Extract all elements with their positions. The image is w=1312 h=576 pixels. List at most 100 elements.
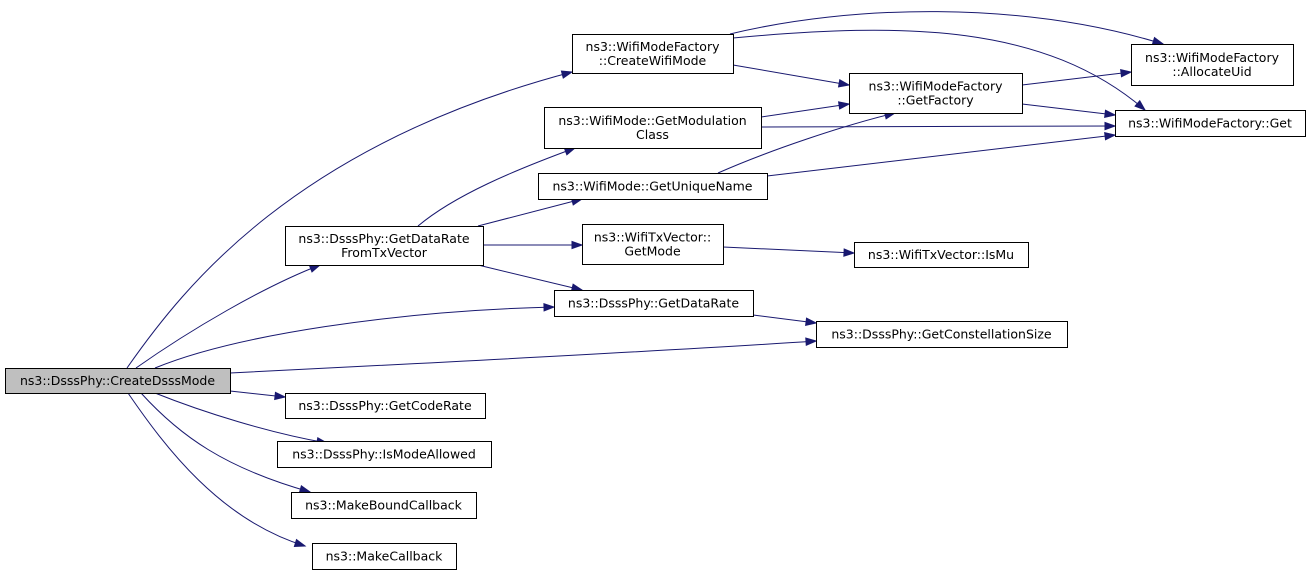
node-box bbox=[854, 242, 1029, 268]
arrowhead bbox=[1104, 131, 1117, 141]
edge-get-modulation-class-to-get-factory bbox=[760, 101, 851, 118]
edge-create-dsss-mode-to-get-constellation-size bbox=[229, 337, 818, 374]
edge-line bbox=[760, 103, 850, 118]
edge-line bbox=[717, 112, 896, 174]
edge-line bbox=[126, 71, 573, 369]
edge-line bbox=[732, 29, 1146, 111]
node-box bbox=[538, 173, 768, 200]
node-box bbox=[5, 368, 231, 394]
node-make-bound-callback[interactable]: ns3::MakeBoundCallback bbox=[291, 492, 477, 519]
edge-get-factory-to-factory-get bbox=[1021, 103, 1117, 119]
node-get-factory[interactable]: ns3::WifiModeFactory::GetFactory bbox=[849, 73, 1023, 114]
node-box bbox=[277, 441, 492, 468]
edge-create-dsss-mode-to-create-wifi-mode bbox=[126, 70, 574, 369]
node-is-mu[interactable]: ns3::WifiTxVector::IsMu bbox=[854, 242, 1029, 268]
arrowhead bbox=[1104, 109, 1117, 119]
edge-line bbox=[1021, 71, 1132, 86]
node-get-code-rate[interactable]: ns3::DsssPhy::GetCodeRate bbox=[285, 393, 486, 419]
node-box bbox=[849, 73, 1023, 114]
node-label: ns3::DsssPhy::GetDataRate bbox=[298, 231, 469, 246]
node-label: ns3::DsssPhy::GetConstellationSize bbox=[831, 327, 1052, 342]
node-box bbox=[554, 290, 754, 317]
node-label: ::GetFactory bbox=[897, 93, 974, 108]
edge-line bbox=[477, 264, 583, 291]
node-label: ns3::DsssPhy::IsModeAllowed bbox=[292, 447, 476, 462]
edge-create-wifi-mode-to-get-factory bbox=[732, 64, 851, 88]
arrowhead bbox=[837, 78, 851, 88]
arrowhead bbox=[274, 391, 287, 401]
node-box bbox=[312, 543, 457, 570]
edge-wifi-tx-vector-get-mode-to-is-mu bbox=[722, 246, 856, 257]
node-label: ns3::DsssPhy::GetCodeRate bbox=[298, 398, 472, 413]
node-create-wifi-mode[interactable]: ns3::WifiModeFactory::CreateWifiMode bbox=[572, 34, 734, 74]
node-label: GetMode bbox=[624, 244, 681, 259]
edge-get-factory-to-allocate-uid bbox=[1021, 68, 1133, 86]
arrowhead bbox=[1151, 36, 1165, 46]
node-label: Class bbox=[636, 127, 669, 142]
node-create-dsss-mode[interactable]: ns3::DsssPhy::CreateDsssMode bbox=[5, 368, 231, 394]
arrowhead bbox=[805, 337, 818, 347]
edge-line bbox=[154, 392, 328, 444]
node-label: ns3::MakeBoundCallback bbox=[305, 498, 463, 513]
node-label: ns3::WifiModeFactory bbox=[1145, 50, 1280, 65]
node-label: ns3::WifiMode::GetModulation bbox=[558, 113, 746, 128]
arrowhead bbox=[1120, 68, 1133, 78]
node-box bbox=[582, 224, 724, 265]
node-get-unique-name[interactable]: ns3::WifiMode::GetUniqueName bbox=[538, 173, 768, 200]
edge-create-dsss-mode-to-get-data-rate-from-tx-vector bbox=[135, 264, 322, 369]
edge-line bbox=[135, 264, 321, 369]
edge-line bbox=[732, 64, 850, 86]
edge-create-dsss-mode-to-get-data-rate bbox=[154, 302, 556, 369]
edge-line bbox=[417, 147, 576, 227]
node-box bbox=[1115, 110, 1306, 137]
node-get-constellation-size[interactable]: ns3::DsssPhy::GetConstellationSize bbox=[816, 321, 1068, 348]
node-box bbox=[572, 34, 734, 74]
node-label: ns3::WifiTxVector::IsMu bbox=[868, 247, 1014, 262]
arrowhead bbox=[805, 317, 818, 326]
node-label: ::AllocateUid bbox=[1172, 64, 1251, 79]
edge-line bbox=[229, 340, 817, 374]
edge-get-data-rate-from-tx-vector-to-get-unique-name bbox=[477, 197, 584, 227]
nodes-layer: ns3::DsssPhy::CreateDsssModens3::DsssPhy… bbox=[5, 34, 1306, 570]
edge-line bbox=[722, 246, 855, 254]
node-box bbox=[291, 492, 477, 519]
edge-line bbox=[729, 11, 1164, 45]
edge-line bbox=[752, 314, 817, 324]
edge-create-wifi-mode-to-factory-get bbox=[732, 29, 1147, 111]
arrowhead bbox=[543, 302, 556, 312]
edge-get-unique-name-to-factory-get bbox=[766, 131, 1117, 177]
node-box bbox=[816, 321, 1068, 348]
edge-get-data-rate-from-tx-vector-to-wifi-tx-vector-get-mode bbox=[483, 240, 584, 250]
node-label: FromTxVector bbox=[341, 245, 428, 260]
node-wifi-tx-vector-get-mode[interactable]: ns3::WifiTxVector::GetMode bbox=[582, 224, 724, 265]
edge-line bbox=[140, 392, 311, 493]
node-factory-get[interactable]: ns3::WifiModeFactory::Get bbox=[1115, 110, 1306, 137]
arrowhead bbox=[560, 70, 574, 79]
arrowhead bbox=[308, 264, 322, 273]
arrowhead bbox=[1134, 99, 1147, 111]
edge-line bbox=[760, 125, 1116, 128]
edge-line bbox=[154, 306, 555, 369]
node-make-callback[interactable]: ns3::MakeCallback bbox=[312, 543, 457, 570]
edge-create-dsss-mode-to-make-callback bbox=[127, 392, 307, 548]
node-label: ns3::WifiMode::GetUniqueName bbox=[553, 179, 753, 194]
node-label: ns3::WifiModeFactory bbox=[869, 79, 1004, 94]
node-label: ns3::WifiModeFactory::Get bbox=[1128, 116, 1292, 131]
node-box bbox=[285, 393, 486, 419]
edge-get-data-rate-from-tx-vector-to-get-data-rate bbox=[477, 264, 584, 292]
node-label: ns3::DsssPhy::CreateDsssMode bbox=[20, 373, 215, 388]
node-get-data-rate[interactable]: ns3::DsssPhy::GetDataRate bbox=[554, 290, 754, 317]
edge-line bbox=[1021, 103, 1116, 116]
arrowhead bbox=[843, 248, 856, 257]
node-allocate-uid[interactable]: ns3::WifiModeFactory::AllocateUid bbox=[1131, 44, 1294, 86]
arrowhead bbox=[293, 538, 307, 548]
edge-create-dsss-mode-to-get-code-rate bbox=[229, 390, 287, 401]
node-is-mode-allowed[interactable]: ns3::DsssPhy::IsModeAllowed bbox=[277, 441, 492, 468]
arrowhead bbox=[1104, 121, 1117, 131]
edge-line bbox=[766, 134, 1116, 177]
node-label: ns3::WifiTxVector:: bbox=[594, 230, 711, 245]
node-box bbox=[285, 226, 484, 266]
